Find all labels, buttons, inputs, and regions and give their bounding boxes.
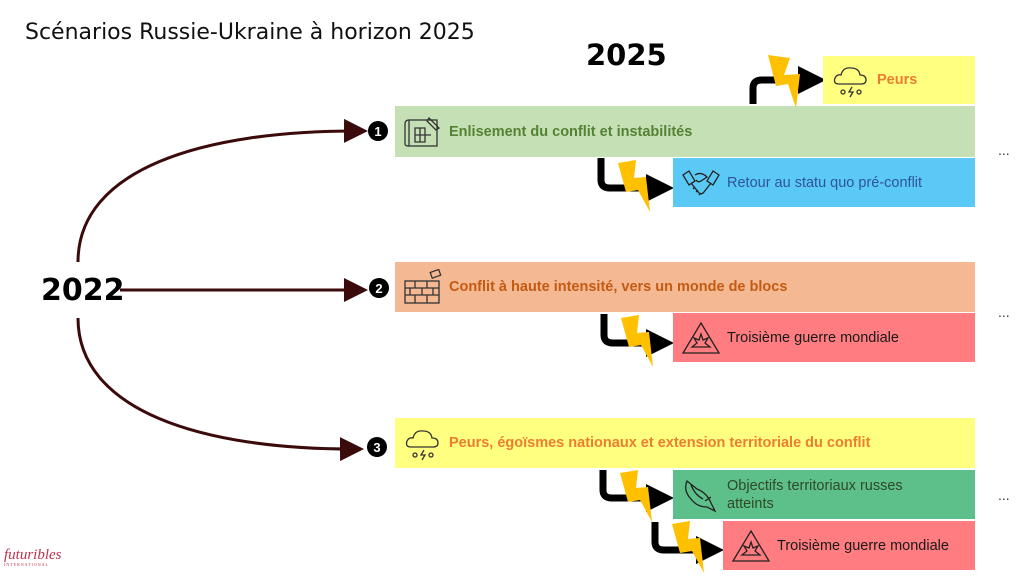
scenario-3-number: 3 <box>367 437 387 457</box>
handshake-icon <box>682 169 720 195</box>
branch-statu-quo-box: Retour au statu quo pré-conflit <box>673 158 975 207</box>
branch-peurs-box: Peurs <box>823 56 975 104</box>
branch-ww3-label-1: Troisième guerre mondiale <box>727 329 899 346</box>
scenario-1-number: 1 <box>368 121 388 141</box>
scenario-3-box: Peurs, égoïsmes nationaux et extension t… <box>395 418 975 468</box>
scenario-1-label: Enlisement du conflit et instabilités <box>449 123 693 140</box>
lightning-icon <box>621 315 653 367</box>
lightning-icon <box>618 160 650 212</box>
scenario-2-label: Conflit à haute intensité, vers un monde… <box>449 279 788 295</box>
bent-arrow-ww3-1 <box>600 314 674 357</box>
curve-to-scenario-1 <box>76 118 368 263</box>
lightning-icon <box>620 470 652 522</box>
lightning-icon <box>768 55 800 108</box>
brick-wall-icon <box>404 269 442 304</box>
scenario-3-label: Peurs, égoïsmes nationaux et extension t… <box>449 435 871 451</box>
branch-ww3-box-1: Troisième guerre mondiale <box>673 313 975 362</box>
bent-arrow-peurs <box>749 66 826 104</box>
blueprint-icon <box>404 116 441 147</box>
lightning-icon <box>672 521 704 573</box>
bent-arrow-statu-quo <box>597 158 674 202</box>
branch-objectifs-label: Objectifs territoriaux russes atteints <box>727 477 903 512</box>
branch-objectifs-box: Objectifs territoriaux russes atteints <box>673 470 975 519</box>
branch-ww3-label-2: Troisième guerre mondiale <box>777 537 949 554</box>
storm-cloud-icon <box>405 430 439 461</box>
year-2025-label: 2025 <box>586 38 667 72</box>
ellipsis-2: ... <box>998 304 1010 320</box>
curve-to-scenario-3 <box>76 317 364 462</box>
ellipsis-3: ... <box>998 487 1010 503</box>
explosion-warning-icon <box>731 529 771 562</box>
scenario-1-box: Enlisement du conflit et instabilités <box>395 106 975 157</box>
branch-peurs-label: Peurs <box>877 72 918 88</box>
scenario-2-box: Conflit à haute intensité, vers un monde… <box>395 262 975 312</box>
ellipsis-1: ... <box>998 142 1010 158</box>
eagle-icon <box>685 479 717 512</box>
year-2022-label: 2022 <box>41 273 125 308</box>
bent-arrow-objectifs <box>599 470 674 512</box>
bent-arrow-ww3-2 <box>651 522 724 564</box>
branch-ww3-box-2: Troisième guerre mondiale <box>723 521 975 570</box>
storm-cloud-icon <box>833 67 867 98</box>
explosion-warning-icon <box>681 321 721 354</box>
scenario-2-number: 2 <box>369 278 389 298</box>
branch-statu-quo-label: Retour au statu quo pré-conflit <box>727 174 923 191</box>
page-title: Scénarios Russie-Ukraine à horizon 2025 <box>25 20 475 45</box>
